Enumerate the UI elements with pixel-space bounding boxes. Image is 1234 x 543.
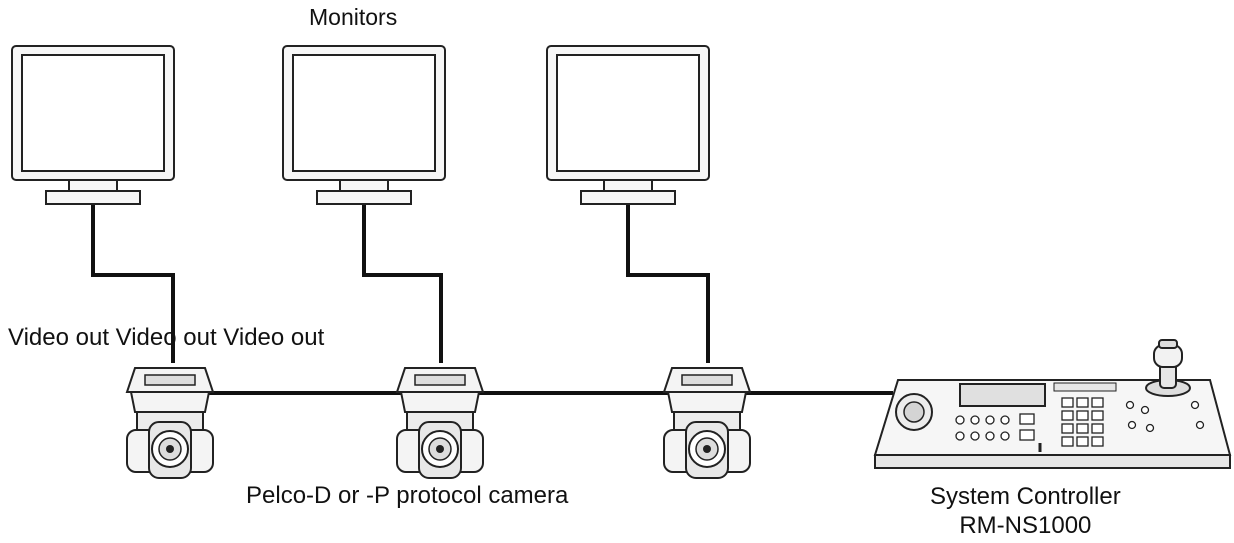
controller-caption-line1: System Controller <box>930 483 1121 510</box>
controller-caption-line2: RM-NS1000 <box>959 512 1092 539</box>
monitors-label: Monitors <box>309 4 398 30</box>
video-cable-3 <box>626 204 710 363</box>
monitor-2 <box>282 45 446 205</box>
system-controller <box>873 339 1232 469</box>
controller-caption: System Controller RM-NS1000 <box>930 482 1121 540</box>
monitor-1 <box>11 45 175 205</box>
camera-2 <box>396 367 484 479</box>
video-cable-2 <box>362 204 443 363</box>
camera-1 <box>126 367 214 479</box>
monitor-3 <box>546 45 710 205</box>
camera-3 <box>663 367 751 479</box>
video-out-labels: Video out Video out Video out <box>8 324 325 351</box>
video-cable-1 <box>91 204 175 363</box>
camera-caption: Pelco-D or -P protocol camera <box>246 482 569 509</box>
video-cables <box>91 204 710 363</box>
